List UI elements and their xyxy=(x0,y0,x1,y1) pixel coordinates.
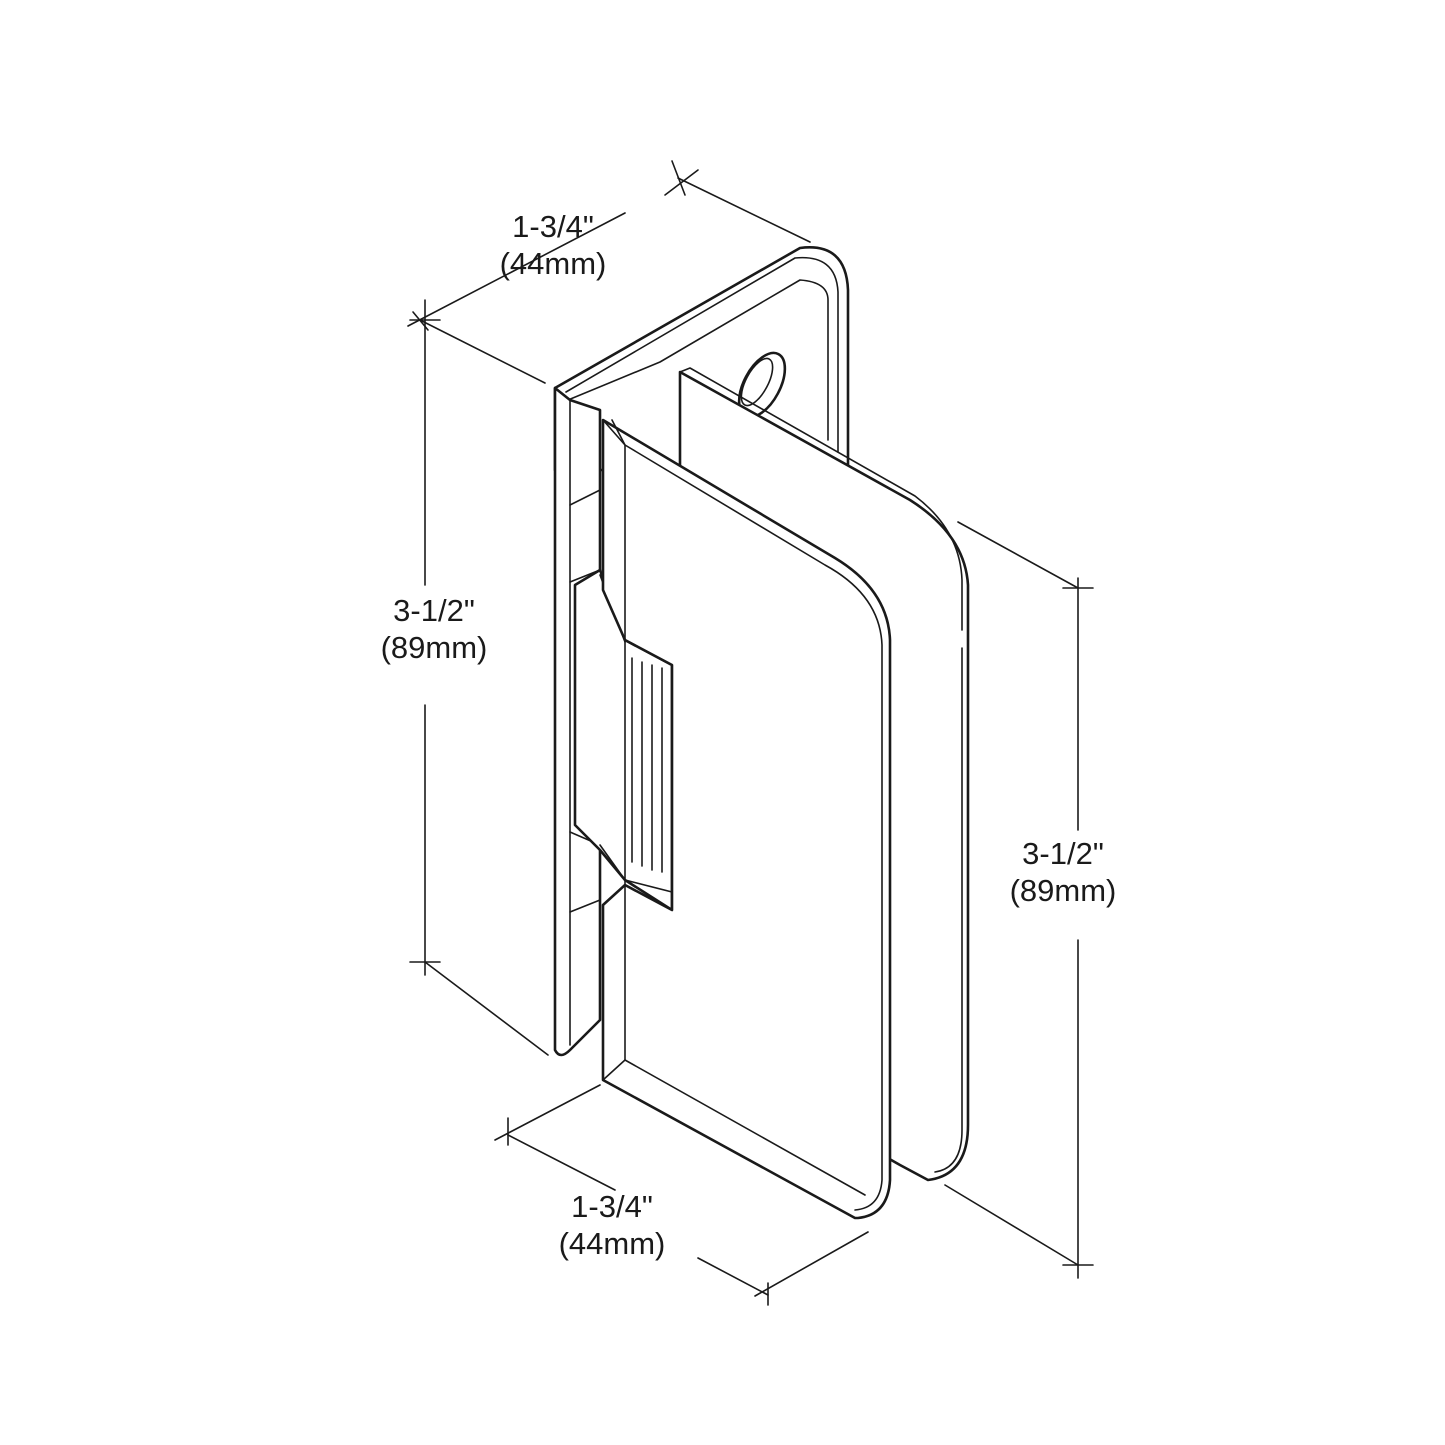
right-height-label: 3-1/2" (89mm) xyxy=(1010,835,1117,909)
bottom-width-metric: (44mm) xyxy=(558,1226,666,1261)
front-clamp-plate xyxy=(601,418,892,1220)
dimension-top-width xyxy=(407,160,811,384)
top-width-metric: (44mm) xyxy=(499,246,607,281)
left-height-metric: (89mm) xyxy=(380,630,488,665)
left-height-label: 3-1/2" (89mm) xyxy=(381,592,488,666)
bottom-width-label: 1-3/4" (44mm) xyxy=(559,1188,666,1262)
dimension-right-height xyxy=(944,521,1094,1279)
left-height-imperial: 3-1/2" xyxy=(393,593,475,628)
top-width-imperial: 1-3/4" xyxy=(512,209,594,244)
top-width-label: 1-3/4" (44mm) xyxy=(500,208,607,282)
wall-mount-plate xyxy=(553,246,850,472)
right-height-metric: (89mm) xyxy=(1009,873,1117,908)
dimension-bottom-width xyxy=(494,1084,869,1306)
dimension-left-height xyxy=(409,299,549,1056)
bottom-width-imperial: 1-3/4" xyxy=(571,1189,653,1224)
right-height-imperial: 3-1/2" xyxy=(1022,836,1104,871)
